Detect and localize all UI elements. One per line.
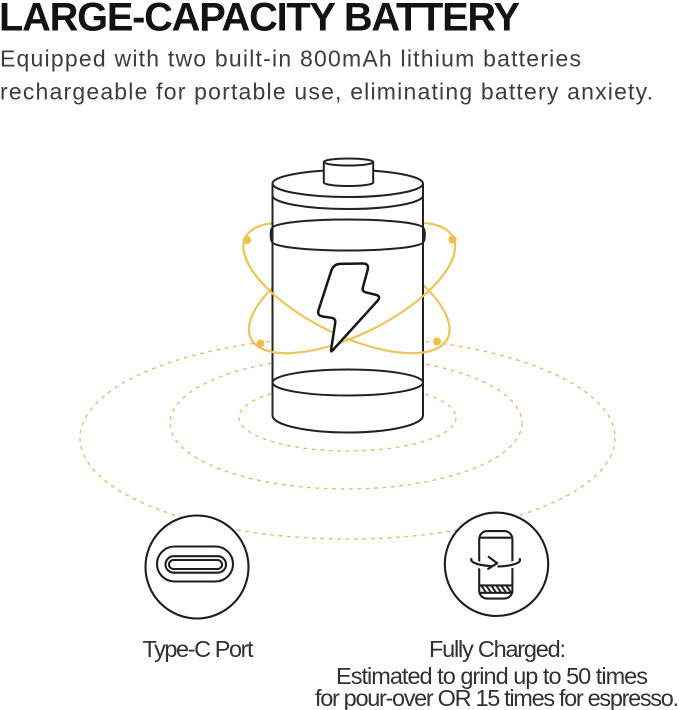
svg-text:for pour-over OR 15 times for: for pour-over OR 15 times for espresso.	[315, 685, 679, 710]
svg-text:Fully Charged:: Fully Charged:	[429, 636, 566, 662]
svg-text:Estimated to grind up to 50 ti: Estimated to grind up to 50 times	[336, 663, 648, 689]
svg-text:Type-C Port: Type-C Port	[143, 636, 254, 662]
svg-text:rechargeable for portable use,: rechargeable for portable use, eliminati…	[0, 79, 653, 105]
svg-text:LARGE-CAPACITY BATTERY: LARGE-CAPACITY BATTERY	[0, 0, 520, 40]
svg-text:Equipped with two built-in 800: Equipped with two built-in 800mAh lithiu…	[0, 46, 581, 72]
